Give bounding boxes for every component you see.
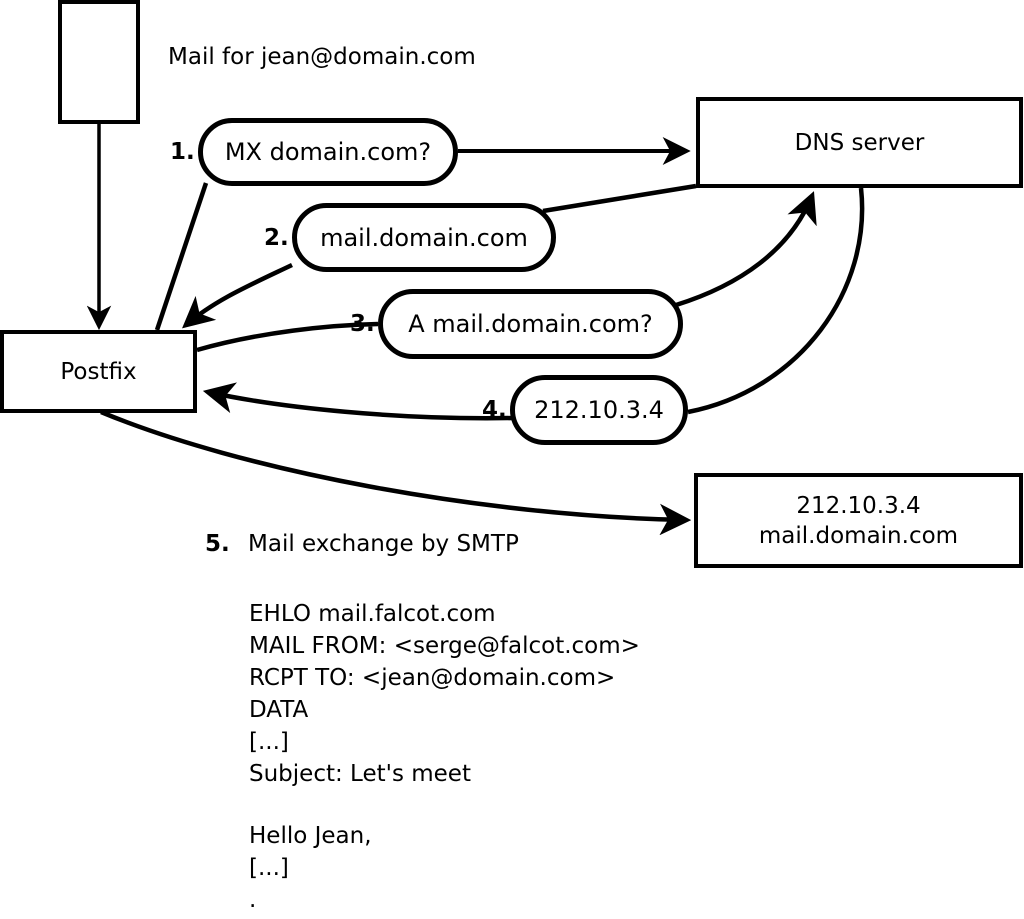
sender-host-box [58, 0, 140, 124]
line-dns-to-step4-bubble [687, 187, 865, 415]
line-postfix-to-step3-bubble [196, 321, 379, 353]
step-1-number: 1. [170, 139, 195, 165]
mail-for-label: Mail for jean@domain.com [168, 44, 476, 70]
smtp-line: DATA [249, 697, 309, 723]
smtp-line: [...] [249, 855, 289, 881]
smtp-line: Subject: Let's meet [249, 761, 471, 787]
step-2-bubble: mail.domain.com [292, 203, 556, 272]
smtp-line: MAIL FROM: <serge@falcot.com> [249, 633, 640, 659]
step-4-number: 4. [482, 397, 507, 423]
step-2-number: 2. [264, 225, 289, 251]
remote-mx-box: 212.10.3.4 mail.domain.com [694, 473, 1023, 568]
step-3-bubble: A mail.domain.com? [378, 289, 683, 359]
step-4-bubble: 212.10.3.4 [510, 375, 688, 445]
step-3-bubble-label: A mail.domain.com? [408, 310, 653, 338]
line-dns-to-step2-bubble [542, 183, 697, 214]
postfix-label: Postfix [60, 358, 137, 385]
postfix-box: Postfix [0, 330, 197, 413]
step-5-number: 5. [205, 531, 230, 557]
step-2-bubble-label: mail.domain.com [320, 223, 528, 252]
arrow-step3-to-dns [675, 191, 817, 308]
smtp-line: . [249, 887, 257, 913]
smtp-line: EHLO mail.falcot.com [249, 601, 496, 627]
smtp-line: Hello Jean, [249, 823, 372, 849]
smtp-blank-line [249, 790, 640, 820]
dns-server-label: DNS server [794, 129, 925, 156]
arrow-step2-to-postfix [182, 262, 293, 329]
remote-mx-hostname: mail.domain.com [758, 522, 959, 549]
step-3-number: 3. [350, 311, 375, 337]
smtp-line: [...] [249, 729, 289, 755]
step-1-bubble: MX domain.com? [198, 118, 458, 186]
smtp-line: RCPT TO: <jean@domain.com> [249, 665, 616, 691]
step-1-bubble-label: MX domain.com? [224, 138, 432, 166]
arrow-step4-to-postfix [202, 382, 513, 421]
line-postfix-to-step1-bubble [154, 182, 209, 331]
remote-mx-ip: 212.10.3.4 [796, 492, 921, 519]
step-4-bubble-label: 212.10.3.4 [534, 396, 664, 424]
dns-server-box: DNS server [696, 97, 1023, 188]
arrow-postfix-to-remote-mx [100, 409, 692, 536]
step-5-label: Mail exchange by SMTP [248, 531, 519, 557]
